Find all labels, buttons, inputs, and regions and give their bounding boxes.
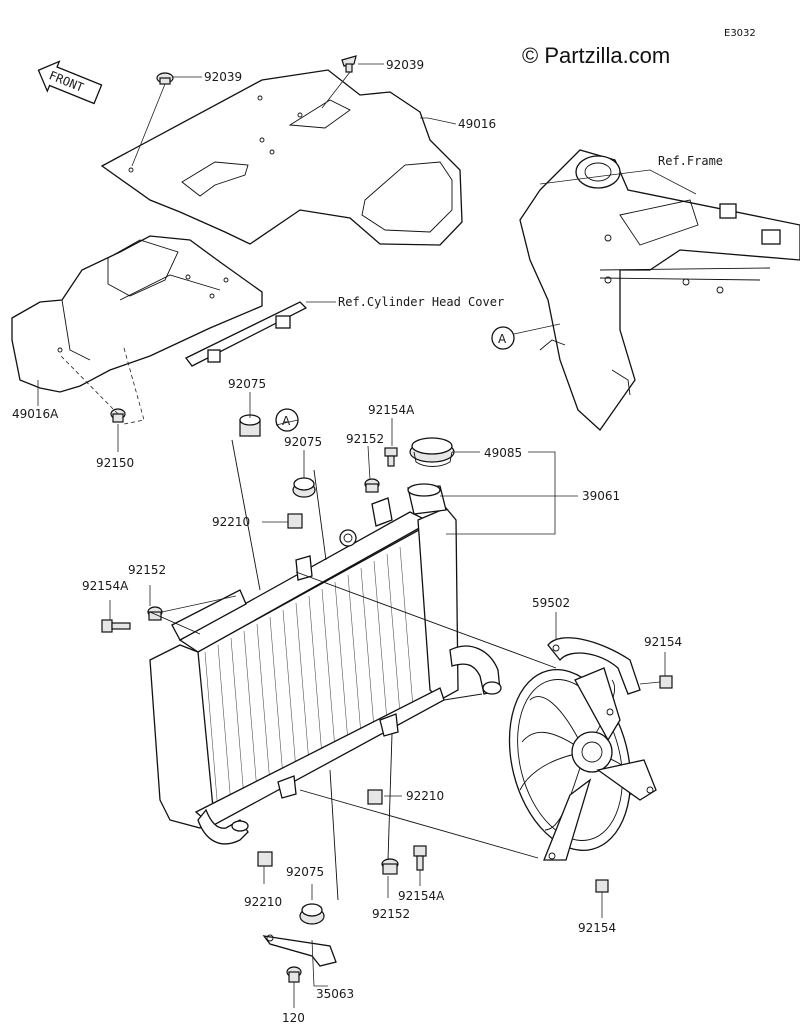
label-49085: 49085: [484, 446, 522, 460]
part-49016a-shield[interactable]: [11, 235, 263, 393]
label-92150: 92150: [96, 456, 134, 470]
label-59502: 59502: [532, 596, 570, 610]
svg-text:© Partzilla.com: © Partzilla.com: [522, 43, 670, 68]
callout-a-radiator: A: [275, 408, 299, 432]
radiator-assembly[interactable]: [149, 483, 502, 845]
part-92150-bolt[interactable]: [110, 408, 126, 423]
part-120-bolt[interactable]: [286, 966, 302, 983]
copyright-watermark: © Partzilla.com: [522, 43, 670, 68]
part-92154a-bolt-bottom[interactable]: [413, 845, 427, 871]
part-92154a-bolt-top[interactable]: [384, 447, 398, 467]
part-92075-grommet-mid[interactable]: [292, 477, 316, 498]
label-92152-left: 92152: [128, 563, 166, 577]
part-35063-bracket[interactable]: [262, 934, 337, 967]
part-92075-grommet-bottom[interactable]: [299, 903, 325, 925]
label-92210-bottom: 92210: [244, 895, 282, 909]
part-92152-collar-top[interactable]: [364, 478, 380, 493]
label-92154-bottom: 92154: [578, 921, 616, 935]
part-92152-collar-left[interactable]: [147, 606, 163, 621]
part-49016-cover[interactable]: [100, 69, 463, 246]
label-92210-mid: 92210: [406, 789, 444, 803]
label-120: 120: [282, 1011, 305, 1025]
label-92154a-bottom: 92154A: [398, 889, 445, 903]
svg-text:A: A: [282, 414, 291, 428]
label-92152-bottom: 92152: [372, 907, 410, 921]
label-ref-frame: Ref.Frame: [658, 154, 723, 168]
label-92154-right: 92154: [644, 635, 682, 649]
leader-lines: [37, 63, 697, 1008]
part-59502-fan[interactable]: [491, 637, 657, 864]
label-92154a-top: 92154A: [368, 403, 415, 417]
label-35063: 35063: [316, 987, 354, 1001]
part-92210-clip-mid[interactable]: [367, 789, 383, 805]
part-92152-collar-bottom[interactable]: [381, 858, 399, 875]
label-39061: 39061: [582, 489, 620, 503]
frame-reference: [519, 149, 800, 431]
front-arrow-icon: FRONT: [37, 60, 103, 105]
label-92039-left: 92039: [204, 70, 242, 84]
part-92154-bolt-bottom[interactable]: [595, 879, 609, 893]
label-92152-top: 92152: [346, 432, 384, 446]
label-92210-top: 92210: [212, 515, 250, 529]
svg-text:A: A: [498, 332, 507, 346]
label-92075-top: 92075: [228, 377, 266, 391]
label-49016a: 49016A: [12, 407, 59, 421]
label-92039-right: 92039: [386, 58, 424, 72]
label-49016: 49016: [458, 117, 496, 131]
part-92154-bolt-right[interactable]: [659, 675, 673, 689]
part-92039-screw-left[interactable]: [156, 72, 174, 85]
label-92154a-left: 92154A: [82, 579, 129, 593]
diagram-code: E3032: [724, 28, 756, 39]
part-92210-clip-top[interactable]: [287, 513, 303, 529]
part-92039-screw-right[interactable]: [341, 55, 357, 73]
part-92154a-bolt-left[interactable]: [101, 619, 131, 633]
part-92210-clip-bottom[interactable]: [257, 851, 273, 867]
label-92075-bottom: 92075: [286, 865, 324, 879]
part-49085-cap[interactable]: [409, 437, 455, 467]
part-92075-grommet-top[interactable]: [239, 414, 261, 437]
part-labels: 92039 92039 49016 Ref.Frame Ref.Cylinder…: [12, 58, 723, 1025]
label-ref-cylinder-head-cover: Ref.Cylinder Head Cover: [338, 295, 504, 309]
callout-a-frame: A: [491, 326, 515, 350]
label-92075-mid: 92075: [284, 435, 322, 449]
cylinder-head-bracket: [185, 301, 308, 367]
